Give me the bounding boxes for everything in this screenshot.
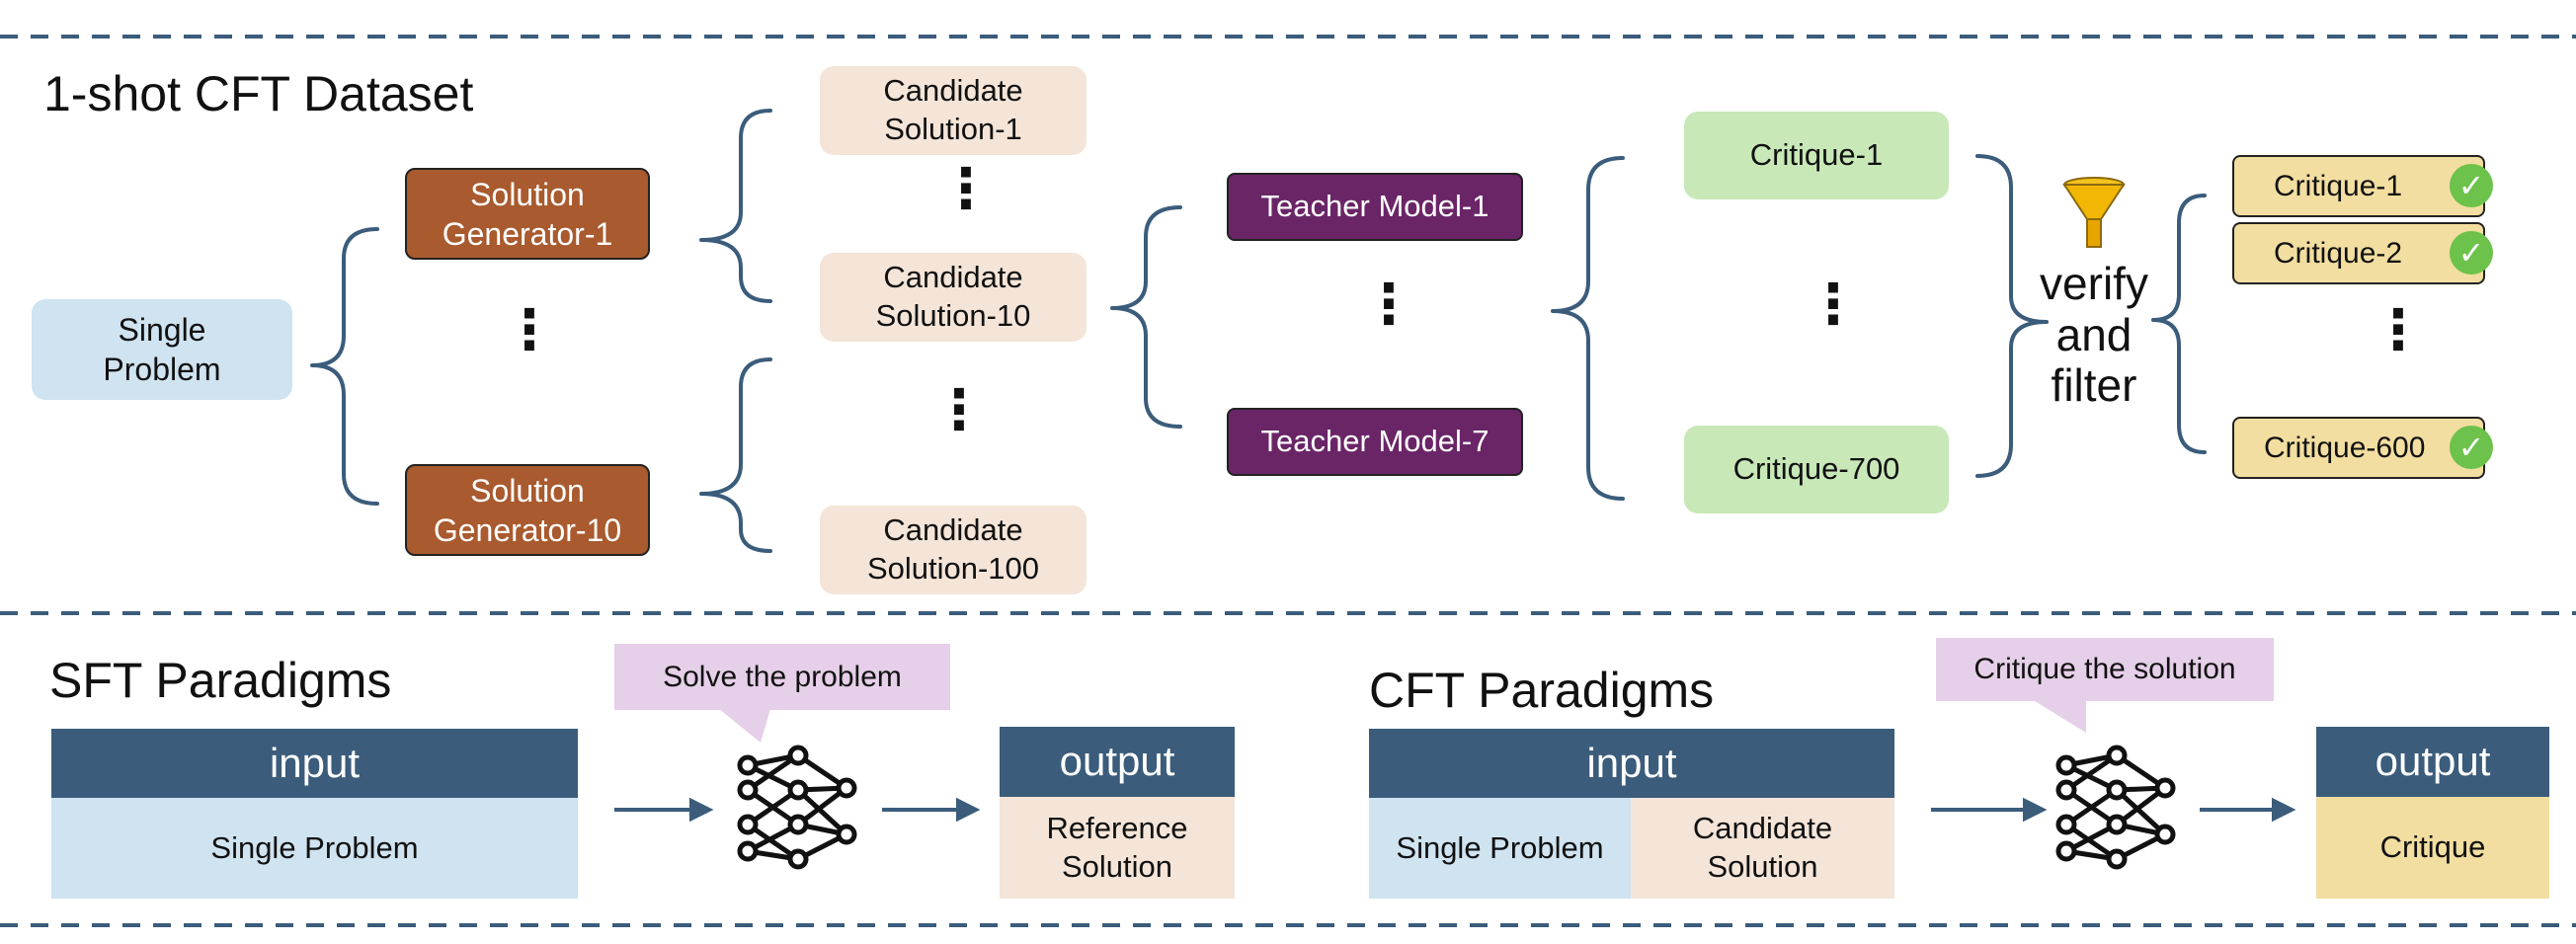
neural-network-icon-cft	[2055, 745, 2176, 870]
cft-output-header: output	[2316, 727, 2549, 797]
candidates-ellipsis-bottom: ⋮	[931, 378, 987, 442]
candidate-solution-10: Candidate Solution-10	[820, 253, 1087, 342]
cft-output-body: Critique	[2316, 797, 2549, 899]
check-circle-icon: ✓	[2450, 231, 2493, 275]
filtered-critique-600-label: Critique-600	[2264, 431, 2426, 464]
single-problem-box: Single Problem	[32, 299, 292, 400]
sft-instruction-bubble: Solve the problem	[614, 644, 950, 710]
candidates-ellipsis-top: ⋮	[938, 157, 994, 221]
candidate-solution-100: Candidate Solution-100	[820, 506, 1087, 594]
brace-candidates-teachers	[1110, 205, 1182, 429]
critique-1: Critique-1	[1684, 112, 1949, 199]
critiques-ellipsis: ⋮	[1806, 273, 1861, 337]
brace-problem-generators	[310, 227, 379, 506]
cft-input-header: input	[1369, 729, 1894, 798]
sft-input-body: Single Problem	[51, 798, 578, 899]
dataset-title: 1-shot CFT Dataset	[43, 66, 474, 121]
teachers-ellipsis: ⋮	[1361, 273, 1416, 337]
filtered-critique-1-label: Critique-1	[2274, 169, 2403, 202]
cft-input-problem: Single Problem	[1369, 798, 1631, 899]
filtered-ellipsis: ⋮	[2371, 298, 2426, 362]
sft-output-header: output	[1000, 727, 1235, 797]
cft-bubble-tail	[2035, 701, 2086, 733]
cft-input-candidate: Candidate Solution	[1631, 798, 1894, 899]
cft-title: CFT Paradigms	[1369, 663, 1715, 718]
filtered-critique-2: Critique-2	[2232, 222, 2485, 284]
candidate-solution-1: Candidate Solution-1	[820, 66, 1087, 155]
solution-generator-10: Solution Generator-10	[405, 464, 650, 556]
generators-ellipsis: ⋮	[502, 298, 557, 362]
cft-instruction-bubble: Critique the solution	[1936, 638, 2274, 701]
filtered-critique-600: Critique-600	[2232, 417, 2485, 479]
check-circle-icon: ✓	[2450, 426, 2493, 469]
brace-teachers-critiques	[1551, 156, 1625, 501]
sft-title: SFT Paradigms	[49, 653, 392, 708]
brace-verify-filtered	[2151, 194, 2207, 454]
filtered-critique-1: Critique-1	[2232, 155, 2485, 217]
verify-and-filter-label: verify and filter	[2040, 258, 2148, 412]
brace-generator10-candidates	[699, 357, 772, 553]
critique-700: Critique-700	[1684, 426, 1949, 513]
brace-critiques-verify	[1975, 154, 2049, 478]
teacher-model-1: Teacher Model-1	[1227, 173, 1523, 241]
teacher-model-7: Teacher Model-7	[1227, 408, 1523, 476]
check-circle-icon: ✓	[2450, 164, 2493, 207]
sft-bubble-tail	[719, 709, 770, 743]
sft-input-header: input	[51, 729, 578, 798]
sft-output-body: Reference Solution	[1000, 797, 1235, 899]
funnel-icon	[2062, 177, 2126, 248]
brace-generator1-candidates	[699, 109, 772, 303]
solution-generator-1: Solution Generator-1	[405, 168, 650, 260]
neural-network-icon-sft	[737, 745, 857, 870]
filtered-critique-2-label: Critique-2	[2274, 236, 2403, 270]
